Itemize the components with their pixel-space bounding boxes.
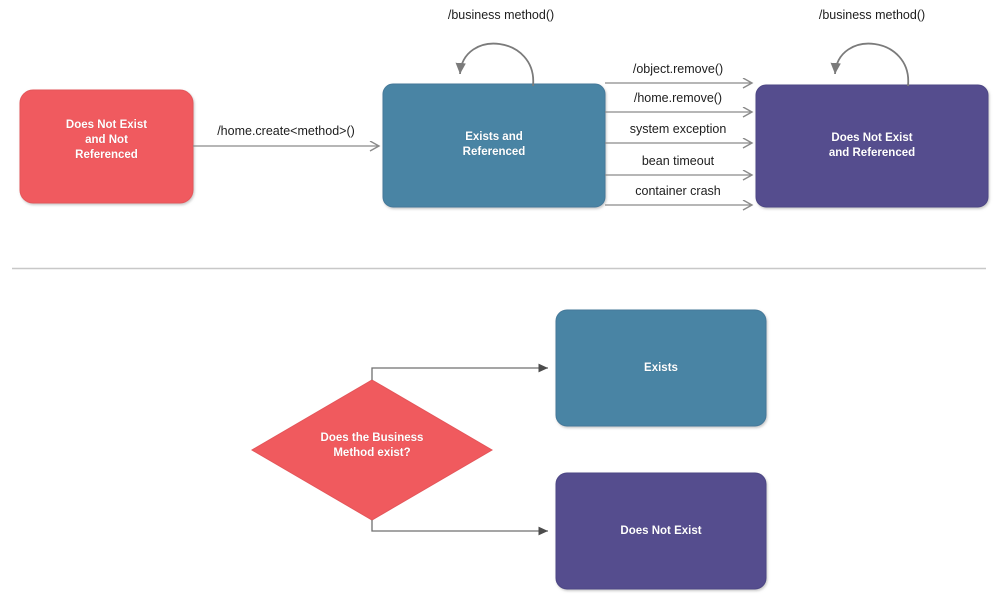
node-does-not-exist[interactable] bbox=[555, 472, 767, 590]
node-exists-and-referenced[interactable] bbox=[382, 83, 606, 208]
node-exists[interactable] bbox=[555, 309, 767, 427]
hit-node-exists-and-referenced[interactable] bbox=[383, 84, 605, 207]
edge-decision-to-exists bbox=[371, 363, 548, 380]
edge-decision-to-does-not-exist bbox=[371, 520, 548, 536]
hit-node-exists[interactable] bbox=[556, 310, 766, 426]
hit-node-does-not-exist-and-not-referenced[interactable] bbox=[20, 90, 193, 203]
node-does-not-exist-and-referenced[interactable] bbox=[755, 84, 989, 208]
edge-business-method-not-exists-arc bbox=[830, 42, 909, 87]
hit-node-does-not-exist[interactable] bbox=[556, 473, 766, 589]
edge-business-method-exists-arc bbox=[455, 42, 534, 87]
hit-node-does-not-exist-and-referenced[interactable] bbox=[756, 85, 988, 207]
